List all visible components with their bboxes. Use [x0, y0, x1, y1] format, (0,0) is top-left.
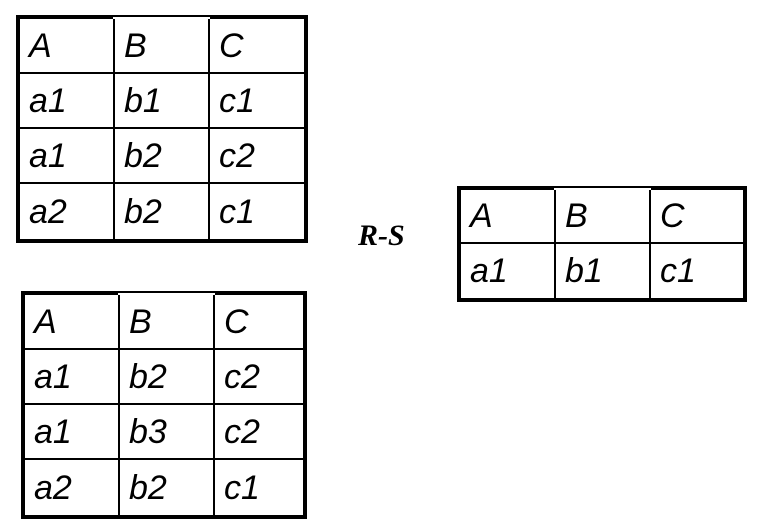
table-cell: b2 — [115, 129, 210, 184]
table-cell: b3 — [120, 405, 215, 460]
header-cell-c: C — [651, 190, 743, 244]
table-cell: c1 — [219, 192, 255, 231]
table-cell: a1 — [461, 244, 556, 298]
table-cell: b2 — [115, 184, 210, 239]
table-cell: c2 — [210, 129, 304, 184]
table-cell: a2 — [20, 184, 115, 239]
relation-s-table: A B C a1 b2 c2 a1 b3 c2 a2 b2 c1 — [21, 291, 307, 519]
header-cell-c: C — [215, 295, 303, 350]
header-cell-a: A — [461, 190, 556, 244]
table-cell: c1 — [660, 252, 696, 290]
table-cell: a1 — [25, 350, 120, 405]
table-cell: a1 — [25, 405, 120, 460]
header-cell-b: B — [115, 19, 210, 74]
header-cell-b: B — [120, 295, 215, 350]
table-cell: b1 — [115, 74, 210, 129]
table-cell: a2 — [25, 460, 120, 515]
table-cell: b2 — [120, 350, 215, 405]
header-cell-a: A — [20, 19, 115, 74]
border-gap — [554, 186, 651, 190]
table-cell: b2 — [120, 460, 215, 515]
table-cell: c1 — [224, 468, 260, 507]
table-cell: a1 — [20, 74, 115, 129]
border-gap — [118, 291, 215, 295]
difference-operation-label: R-S — [358, 219, 405, 252]
table-cell: c1 — [210, 74, 304, 129]
header-cell-a: A — [25, 295, 120, 350]
header-cell-b: B — [556, 190, 651, 244]
table-cell: b1 — [556, 244, 651, 298]
table-cell: c2 — [215, 405, 303, 460]
result-table: A B C a1 b1 c1 — [457, 186, 747, 302]
header-cell-c: C — [210, 19, 304, 74]
border-gap — [113, 15, 210, 19]
relation-r-table: A B C a1 b1 c1 a1 b2 c2 a2 b2 c1 — [16, 15, 308, 243]
table-cell: a1 — [20, 129, 115, 184]
table-cell: c2 — [215, 350, 303, 405]
